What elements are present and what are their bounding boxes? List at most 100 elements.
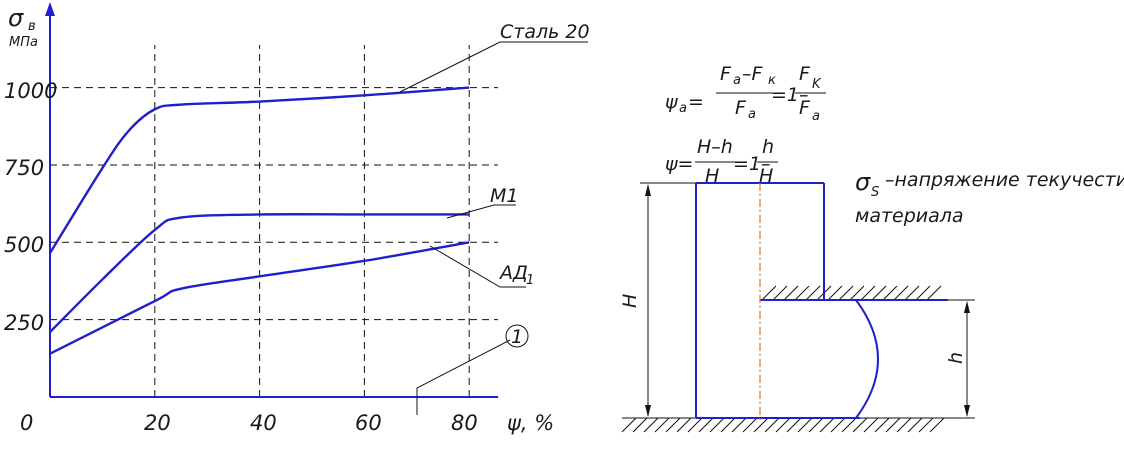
ground-hatch-stroke xyxy=(687,417,703,433)
ground-hatch-stroke xyxy=(874,417,890,433)
formula-psi-a-frac2-num-sub: K xyxy=(812,77,822,92)
series-label-ad1-subscript: 1 xyxy=(526,273,534,288)
series-leader-steel20 xyxy=(399,41,588,93)
ground-hatch-stroke xyxy=(731,417,747,433)
series-line-m1 xyxy=(49,213,470,333)
series-leader-ad1 xyxy=(429,245,526,288)
note-line-1: –напряжение текучести xyxy=(885,169,1124,191)
y-tick-label: 500 xyxy=(4,233,44,257)
ground-hatch-stroke xyxy=(907,417,923,433)
yield-stress-note: σ S –напряжение текучести материала xyxy=(855,168,1124,227)
die-hatch-stroke xyxy=(794,285,810,301)
series-label-ad1: АД xyxy=(498,262,528,284)
die-hatch-stroke xyxy=(827,285,843,301)
ground-hatch-stroke xyxy=(863,417,879,433)
ground-hatch-stroke xyxy=(852,417,868,433)
formula-psi-a-lhs-sub: a xyxy=(679,101,687,116)
ground-hatch-stroke xyxy=(753,417,769,433)
ground-hatch-stroke xyxy=(797,417,813,433)
formula-psi-num: H–h xyxy=(697,136,733,158)
callout-leader xyxy=(416,339,511,415)
callout-number: 1 xyxy=(511,326,523,348)
note-symbol: σ xyxy=(855,168,871,196)
ground-hatch-stroke xyxy=(929,417,945,433)
callout-circle xyxy=(505,324,529,348)
ground-hatch-stroke xyxy=(698,417,714,433)
formula-psi-a-minus: –F xyxy=(742,63,764,85)
series-lines xyxy=(48,86,470,355)
ground-hatch-stroke xyxy=(918,417,934,433)
formula-psi-a-den-sub: a xyxy=(748,107,756,122)
formula-equals: = xyxy=(688,91,704,113)
formula-psi-a-one: =1– xyxy=(771,84,809,106)
series-leader-m1 xyxy=(446,204,516,219)
dimension-h-arrow-top-icon xyxy=(964,301,970,313)
bulged-profile xyxy=(855,299,879,419)
ground-hatch-stroke xyxy=(709,417,725,433)
x-tick-label: 80 xyxy=(451,411,478,435)
die-hatch-stroke xyxy=(926,285,942,301)
ground-hatch-stroke xyxy=(896,417,912,433)
ground-hatch-stroke xyxy=(764,417,780,433)
ground-hatch-stroke xyxy=(742,417,758,433)
formula-psi-a-frac2-num: F xyxy=(799,63,811,85)
x-tick-label: 40 xyxy=(250,411,277,435)
formula-psi-a-num: F xyxy=(720,63,732,85)
note-line-2: материала xyxy=(855,205,964,227)
ground-hatch-stroke xyxy=(841,417,857,433)
formula-psi-a-frac2-den-sub: a xyxy=(812,109,820,124)
ground-hatch-stroke xyxy=(830,417,846,433)
y-axis-label-subscript: в xyxy=(28,19,36,34)
ground-hatch-stroke xyxy=(676,417,692,433)
die-hatch-stroke xyxy=(871,285,887,301)
ground-hatch-stroke xyxy=(819,417,835,433)
dimension-H-arrow-bottom-icon xyxy=(645,405,651,417)
formula-psi-a-lhs: ψ xyxy=(665,91,678,113)
dimension-H-arrow-top-icon xyxy=(645,184,651,196)
formula-psi-a-den: F xyxy=(735,97,747,119)
y-tick-label: 250 xyxy=(4,311,44,335)
ground-hatch-stroke xyxy=(621,417,637,433)
ground-hatch-stroke xyxy=(665,417,681,433)
formula-psi-one: =1– xyxy=(733,153,771,175)
die-hatch-stroke xyxy=(783,285,799,301)
die-hatch-stroke xyxy=(805,285,821,301)
formula-psi-frac2-num: h xyxy=(762,136,774,158)
series-line-steel20 xyxy=(48,86,470,254)
dimension-h-label: h xyxy=(945,352,967,364)
x-tick-label: 20 xyxy=(144,411,171,435)
dimension-H-label: H xyxy=(619,294,641,308)
y-tick-label: 1000 xyxy=(4,79,57,103)
formula-psi-a-num-sub1: a xyxy=(733,73,741,88)
die-hatch-stroke xyxy=(849,285,865,301)
ground-hatch-stroke xyxy=(786,417,802,433)
die-hatch-stroke xyxy=(893,285,909,301)
ground-hatch-stroke xyxy=(643,417,659,433)
hatching xyxy=(621,285,945,433)
y-axis-unit: МПа xyxy=(9,35,38,50)
ground-hatch-stroke xyxy=(808,417,824,433)
formula-psi-frac2-den: H xyxy=(759,165,773,187)
x-tick-label: 0 xyxy=(20,411,33,435)
formula-psi-a-frac2-den: F xyxy=(799,97,811,119)
grid-lines xyxy=(50,45,498,397)
y-axis-label: σ xyxy=(8,4,24,32)
series-label-steel20: Сталь 20 xyxy=(500,21,590,43)
die-hatch-stroke xyxy=(860,285,876,301)
die-hatch-stroke xyxy=(882,285,898,301)
ground-hatch-stroke xyxy=(775,417,791,433)
ground-hatch-stroke xyxy=(654,417,670,433)
ground-hatch-stroke xyxy=(720,417,736,433)
die-hatch-stroke xyxy=(915,285,931,301)
ground-hatch-stroke xyxy=(632,417,648,433)
die-hatch-stroke xyxy=(761,285,777,301)
formula-psi-a-num-sub2: к xyxy=(768,73,776,88)
series-line-ad1 xyxy=(49,241,470,355)
dimension-h-arrow-bottom-icon xyxy=(964,405,970,417)
y-axis-arrow-icon xyxy=(45,2,55,16)
ground-hatch-stroke xyxy=(885,417,901,433)
formula-psi: ψ= H–h H =1– h H xyxy=(665,136,778,187)
die-hatch-stroke xyxy=(904,285,920,301)
formula-psi-lhs: ψ= xyxy=(665,153,693,175)
